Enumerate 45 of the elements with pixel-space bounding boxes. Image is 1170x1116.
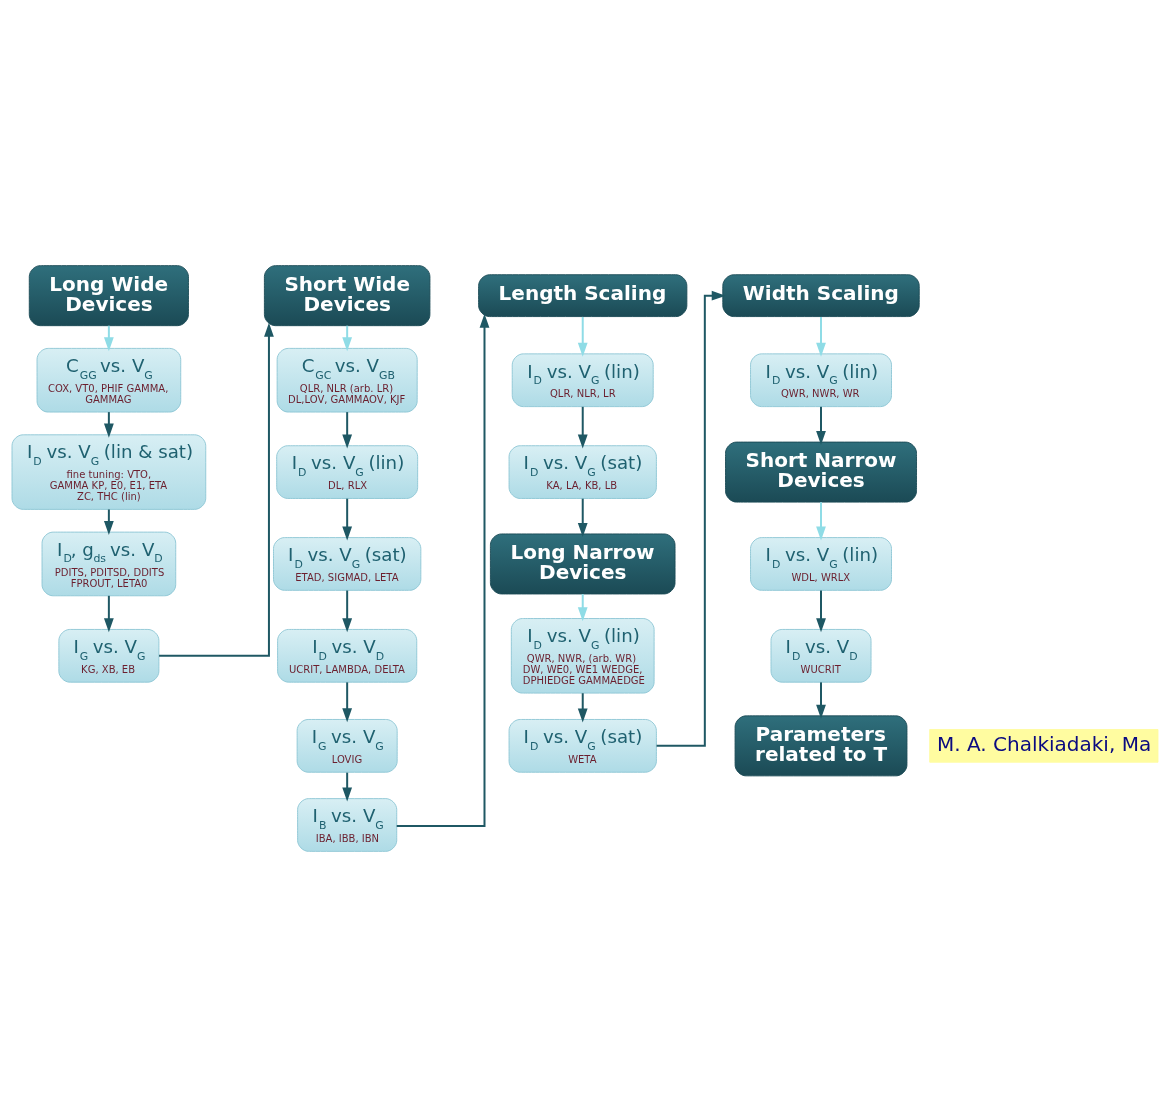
arrow bbox=[103, 507, 114, 535]
arrow bbox=[342, 680, 353, 722]
arrow bbox=[577, 592, 588, 621]
arrow bbox=[395, 313, 490, 827]
arrow bbox=[342, 589, 353, 632]
node-box: C$_{GC}$ vs. V$_{GB}$ QLR, NLR (arb. LR) DL,LOV, GAMMAOV, KJF bbox=[276, 347, 418, 413]
arrow bbox=[103, 594, 114, 632]
arrow bbox=[342, 497, 353, 540]
node-box: I$_{D}$ vs. V$_{G}$ (lin) QWR, NWR, (arb. WR) DW, WE0, WE1 WEDGE, DPHIEDGE GAMMAEDGE bbox=[510, 617, 655, 694]
node-box: C$_{GG}$ vs. V$_{G}$ COX, VT0, PHIF GAMMA, GAMMAG bbox=[36, 347, 182, 413]
node-box: I$_{D}$ vs. V$_{G}$ (sat) KA, LA, KB, LB bbox=[508, 444, 657, 499]
node-box: I$_{G}$ vs. V$_{G}$ LOVIG bbox=[296, 718, 398, 773]
arrow bbox=[655, 290, 726, 747]
node-box: Short Narrow Devices bbox=[725, 441, 917, 503]
arrow bbox=[816, 680, 826, 719]
arrow bbox=[816, 405, 826, 445]
node-box: Parameters related to T bbox=[734, 714, 908, 776]
arrow bbox=[577, 691, 588, 722]
node-box: Long Narrow Devices bbox=[489, 533, 676, 594]
arrow bbox=[103, 410, 114, 438]
node-box: Width Scaling bbox=[722, 273, 920, 317]
node-box: I$_{G}$ vs. V$_{G}$ KG, XB, EB bbox=[58, 628, 160, 683]
arrow bbox=[577, 315, 588, 357]
node-box: I$_{D}$ vs. V$_{G}$ (lin) QWR, NWR, WR bbox=[750, 352, 892, 407]
node-box: I$_{D}$ vs. V$_{G}$ (lin) WDL, WRLX bbox=[750, 536, 892, 591]
node-box: I$_{D}$ vs. V$_{D}$ WUCRIT bbox=[770, 628, 872, 683]
arrow bbox=[158, 322, 274, 657]
node-box: I$_{D}$, g$_{ds}$ vs. V$_{D}$ PDITS, PDITSD, DDITS FPROUT, LETA0 bbox=[41, 531, 177, 596]
node-box: I$_{D}$ vs. V$_{G}$ (sat) ETAD, SIGMAD, LETA bbox=[273, 536, 422, 591]
node-box: I$_{D}$ vs. V$_{G}$ (lin & sat) fine tuning: VTO, GAMMA KP, E0, E1, ETA ZC, THC (lin) bbox=[11, 433, 207, 510]
arrow bbox=[342, 410, 353, 448]
node-box: I$_{B}$ vs. V$_{G}$ IBA, IBB, IBN bbox=[297, 797, 398, 852]
arrow bbox=[577, 405, 588, 449]
node-box: I$_{D}$ vs. V$_{G}$ (lin) QLR, NLR, LR bbox=[511, 352, 654, 407]
node-box: I$_{D}$ vs. V$_{G}$ (sat) WETA bbox=[508, 718, 657, 773]
node-box: I$_{D}$ vs. V$_{G}$ (lin) DL, RLX bbox=[276, 444, 419, 499]
label: M. A. Chalkiadaki, Ma bbox=[936, 731, 1152, 756]
arrow bbox=[816, 315, 826, 357]
arrow bbox=[577, 497, 588, 537]
node-box: Long Wide Devices bbox=[28, 264, 189, 326]
arrow bbox=[816, 589, 826, 632]
node-box: Length Scaling bbox=[478, 273, 688, 317]
node-box: Short Wide Devices bbox=[263, 264, 431, 326]
node-box: I$_{D}$ vs. V$_{D}$ UCRIT, LAMBDA, DELTA bbox=[277, 628, 418, 683]
arrow bbox=[816, 500, 826, 541]
